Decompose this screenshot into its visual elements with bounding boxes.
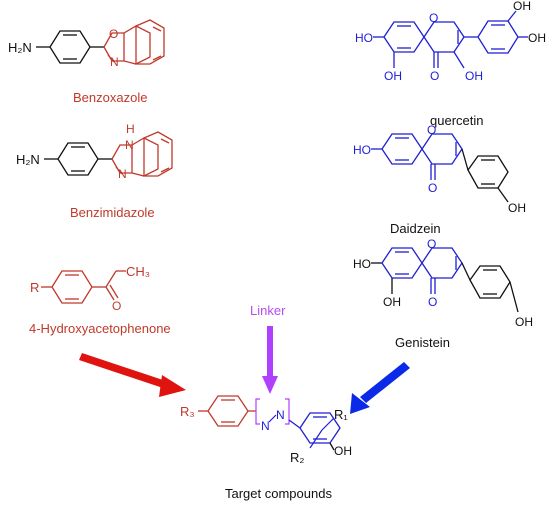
- benzimidazole-label: Benzimidazole: [70, 205, 155, 220]
- red-arrow: [79, 353, 186, 397]
- quercetin-oh-5: OH: [384, 69, 402, 83]
- genistein-oh-5: OH: [383, 295, 401, 309]
- acetophenone-o: O: [112, 299, 121, 313]
- acetophenone-structure: R CH₃ O 4-Hydroxyacetophenone: [29, 264, 171, 336]
- acetophenone-label: 4-Hydroxyacetophenone: [29, 321, 171, 336]
- daidzein-ring-o: O: [427, 123, 436, 137]
- target-oh: OH: [334, 444, 352, 458]
- benzimidazole-structure: H₂N H N N Benzimidazole: [16, 122, 173, 220]
- genistein-oh-7: HO: [353, 257, 371, 271]
- acetophenone-r: R: [30, 280, 39, 295]
- target-label: Target compounds: [225, 486, 332, 501]
- genistein-label: Genistein: [395, 335, 450, 350]
- acetophenone-ch3: CH₃: [126, 264, 150, 279]
- linker-label: Linker: [250, 303, 286, 318]
- benzoxazole-o: O: [109, 27, 118, 41]
- benzimidazole-n2: N: [118, 167, 127, 181]
- genistein-keto-o: O: [428, 295, 437, 309]
- quercetin-oh-3: OH: [465, 69, 483, 83]
- quercetin-ring-o: O: [429, 11, 438, 25]
- daidzein-label: Daidzein: [390, 221, 441, 236]
- benzoxazole-n: N: [110, 55, 119, 69]
- linker-arrow: [262, 326, 278, 394]
- quercetin-keto-o: O: [430, 69, 439, 83]
- benzoxazole-label: Benzoxazole: [73, 90, 147, 105]
- quercetin-oh-7: HO: [355, 31, 373, 45]
- target-r2: R₂: [290, 450, 304, 465]
- genistein-oh-4p: OH: [515, 315, 533, 329]
- quercetin-structure: HO O O OH OH OH OH quercetin: [355, 0, 546, 128]
- target-r3: R₃: [180, 404, 195, 419]
- genistein-ring-o: O: [427, 237, 436, 251]
- quercetin-oh-3p: OH: [528, 31, 546, 45]
- benzoxazole-structure: H₂N O N Benzoxazole: [8, 19, 165, 105]
- target-compound-structure: R₃ N N R₁ R₂ OH Target compounds: [180, 395, 352, 501]
- benzimidazole-h: H: [126, 122, 135, 136]
- benzimidazole-n1: N: [125, 138, 134, 152]
- daidzein-structure: HO O O OH Daidzein: [353, 123, 526, 236]
- target-n1: N: [261, 419, 270, 433]
- target-r1: R₁: [334, 407, 348, 422]
- quercetin-label: quercetin: [430, 113, 483, 128]
- benzimidazole-amine: H₂N: [16, 152, 40, 167]
- quercetin-oh-4p: OH: [513, 0, 531, 13]
- daidzein-keto-o: O: [428, 181, 437, 195]
- daidzein-oh-7: HO: [353, 143, 371, 157]
- blue-arrow: [350, 362, 410, 414]
- daidzein-oh-4p: OH: [508, 201, 526, 215]
- benzoxazole-amine: H₂N: [8, 40, 32, 55]
- target-n2: N: [276, 408, 285, 422]
- genistein-structure: HO O O OH OH Genistein: [353, 237, 533, 350]
